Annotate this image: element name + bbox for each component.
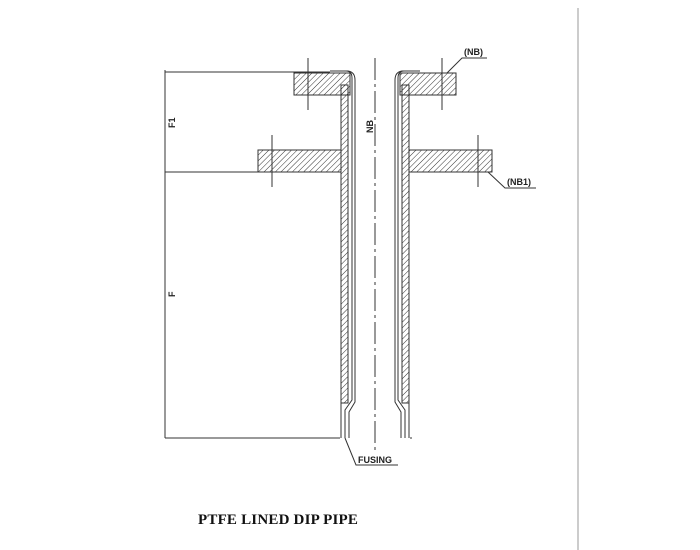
label-nb1: (NB1) xyxy=(507,177,531,187)
dimension-f1: F1 xyxy=(167,117,177,128)
label-fusing: FUSING xyxy=(358,455,392,465)
label-nb-center: NB xyxy=(365,120,375,133)
leader-fusing xyxy=(344,437,398,466)
label-nb-top: (NB) xyxy=(464,47,483,57)
pipe-wall-right xyxy=(401,84,410,404)
lower-flange-right xyxy=(408,149,493,173)
pipe-wall-left xyxy=(340,84,349,404)
leader-nb1 xyxy=(487,171,536,189)
leader-nb-top xyxy=(446,57,487,74)
lower-flange-left xyxy=(257,149,342,173)
drawing-title: PTFE LINED DIP PIPE xyxy=(198,512,359,528)
dimension-f: F xyxy=(167,291,177,297)
liner-left-inner xyxy=(334,70,356,438)
liner-right-inner xyxy=(394,70,416,438)
